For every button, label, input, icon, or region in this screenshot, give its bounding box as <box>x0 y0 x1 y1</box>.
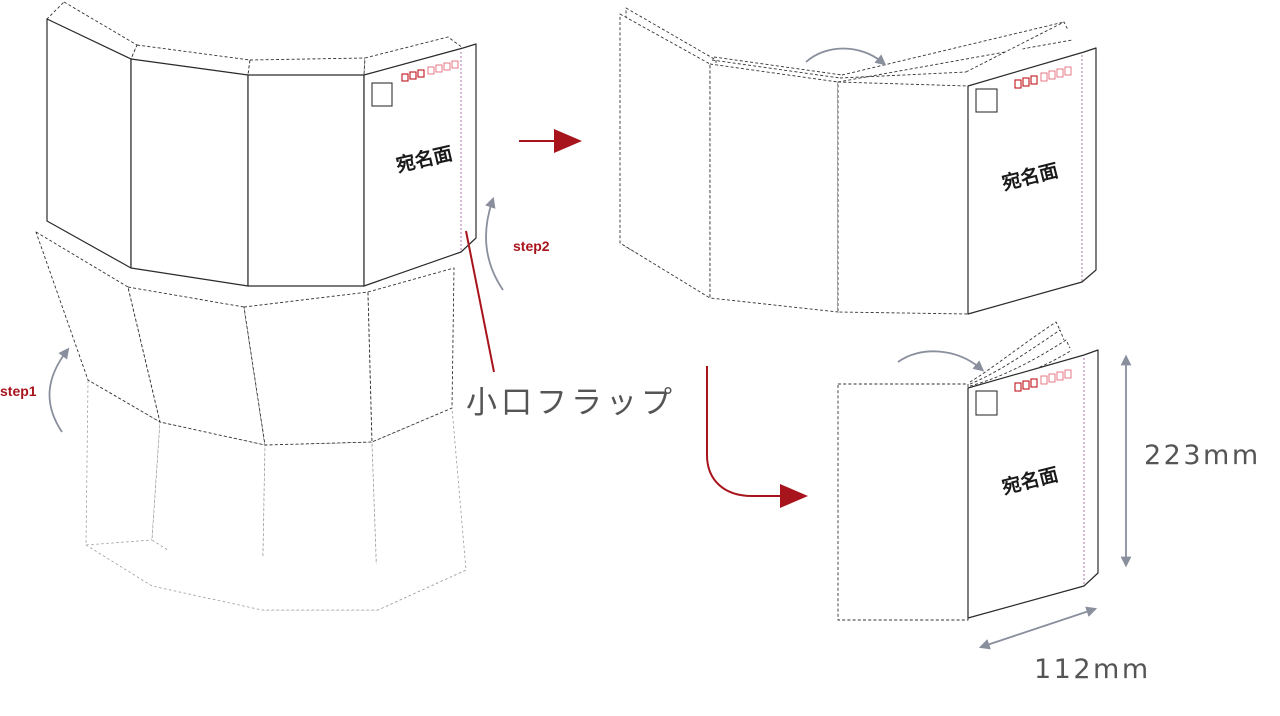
partially-folded-mailer: 宛名面 <box>619 7 1097 315</box>
step2-arrow <box>485 196 504 291</box>
unfolded-mailer: 宛名面 step1 step2 小口フラップ <box>0 1 676 611</box>
step2-label: step2 <box>513 238 550 254</box>
folded-mailer: 宛名面 223mm 112mm <box>837 321 1261 685</box>
width-dimension-arrow <box>978 606 1098 650</box>
stamp-box <box>975 390 998 416</box>
address-panel-top <box>967 47 1097 315</box>
next-step-arrow <box>519 129 582 153</box>
stamp-box <box>975 88 998 113</box>
lower-ghost-panels <box>85 379 467 611</box>
height-label: 223mm <box>1144 440 1261 471</box>
step1-label: step1 <box>0 383 37 399</box>
flap-pointer-line <box>465 230 495 373</box>
flap-label: 小口フラップ <box>466 385 676 421</box>
postal-code-boxes <box>401 60 459 82</box>
fold-over-arrow <box>897 350 985 372</box>
width-label: 112mm <box>1034 654 1151 685</box>
final-step-arrow <box>706 366 808 508</box>
step1-flap-panels <box>35 231 455 446</box>
fold-over-arrow <box>805 47 887 66</box>
main-panels: 宛名面 <box>46 18 477 287</box>
postal-code-boxes <box>1014 66 1072 89</box>
step1-arrow <box>48 347 70 433</box>
address-panel-final <box>967 349 1099 619</box>
postal-code-boxes <box>1014 369 1072 392</box>
stamp-box <box>371 82 393 107</box>
